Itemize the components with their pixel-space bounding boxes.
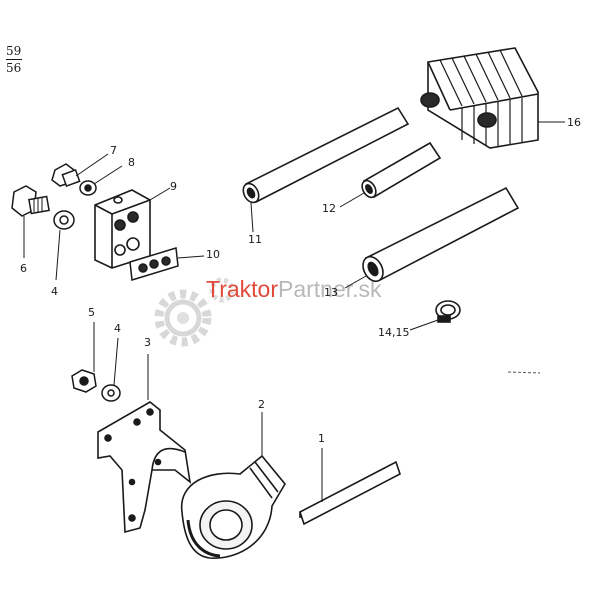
page-ref-bottom: 56 (6, 61, 22, 75)
label-2: 2 (258, 398, 265, 411)
part-6-bolt (11, 185, 50, 258)
part-12-tube (339, 141, 442, 208)
label-9: 9 (170, 180, 177, 193)
label-11: 11 (248, 233, 262, 246)
part-14-15-hose-clamp (409, 300, 461, 331)
part-13-tube (344, 186, 520, 289)
part-9-mounting-block (94, 187, 171, 269)
label-16: 16 (567, 116, 581, 129)
page-ref-top: 59 (6, 44, 22, 58)
label-4-upper: 4 (51, 285, 58, 298)
part-7-small-bolt (51, 153, 109, 187)
label-6: 6 (20, 262, 27, 275)
part-16-finned-block (420, 47, 565, 149)
page-ref-divider (6, 59, 22, 60)
watermark-rest: Partner.sk (278, 276, 382, 302)
watermark-brand: Traktor (206, 276, 278, 302)
part-11-tube (242, 106, 410, 233)
scan-mark (507, 371, 541, 374)
part-1-flat-bar (299, 448, 401, 526)
label-8: 8 (128, 156, 135, 169)
part-10-gasket (129, 247, 205, 281)
label-13: 13 (324, 286, 338, 299)
label-3: 3 (144, 336, 151, 349)
watermark-text: TraktorPartner.sk (206, 276, 382, 302)
label-10: 10 (206, 248, 220, 261)
label-4-lower: 4 (114, 322, 121, 335)
watermark-gear-icon (154, 289, 212, 347)
label-12: 12 (322, 202, 336, 215)
label-14-15: 14,15 (378, 326, 410, 339)
part-2-blower-housing (181, 412, 286, 559)
label-5: 5 (88, 306, 95, 319)
part-3-bracket (97, 354, 192, 534)
watermark-gear-small-icon (209, 277, 235, 303)
label-1: 1 (318, 432, 325, 445)
label-7: 7 (110, 144, 117, 157)
part-4-washer-upper (53, 210, 75, 281)
part-5-nut (71, 322, 97, 393)
part-8-washer (79, 165, 123, 196)
part-4-washer-lower (101, 337, 121, 402)
